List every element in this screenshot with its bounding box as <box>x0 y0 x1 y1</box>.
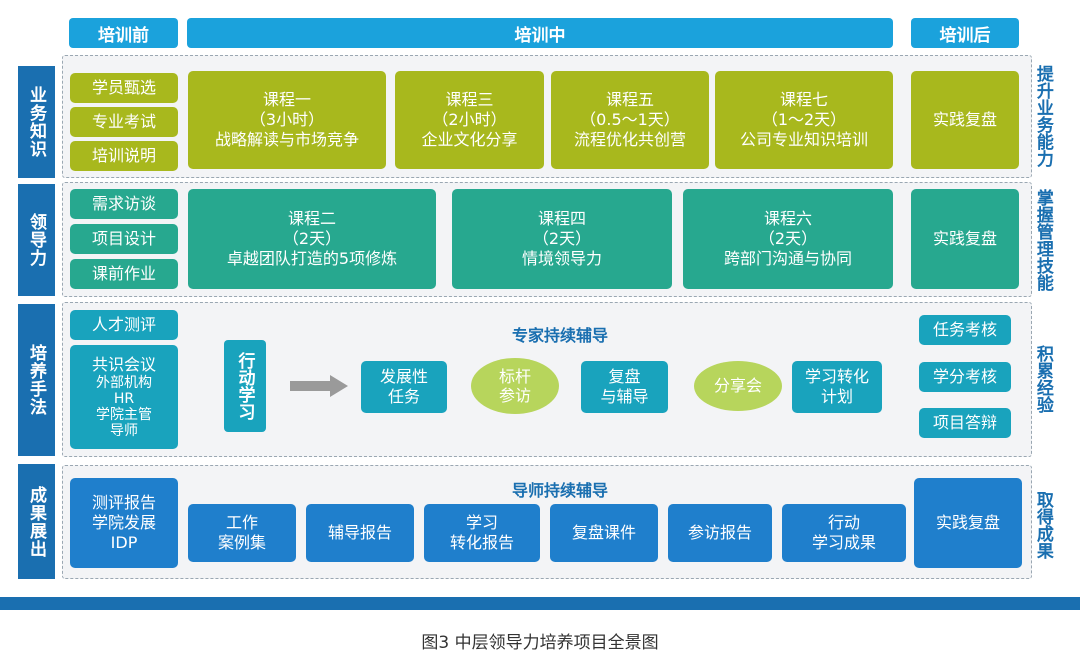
development-task: 发展性 任务 <box>361 361 447 413</box>
course-7: 课程七 （1～2天） 公司专业知识培训 <box>715 71 893 169</box>
arrow-right-icon <box>290 375 348 397</box>
review-and-coaching: 复盘 与辅导 <box>581 361 668 413</box>
figure-caption: 图3 中层领导力培养项目全景图 <box>421 633 659 653</box>
result-transfer-report: 学习 转化报告 <box>424 504 540 562</box>
pre-item-briefing: 培训说明 <box>70 141 178 171</box>
row-goal-results: 取得成果 <box>1032 491 1053 559</box>
pre-item-interview: 需求访谈 <box>70 189 178 219</box>
result-case-collection: 工作 案例集 <box>188 504 296 562</box>
row-label-results: 成果展出 <box>18 464 55 579</box>
row-label-leadership: 领导力 <box>18 184 55 296</box>
post-review-leadership: 实践复盘 <box>911 189 1019 289</box>
action-learning: 行动学习 <box>224 340 266 432</box>
row-label-methods: 培养手法 <box>18 304 55 456</box>
row-goal-methods: 积累经验 <box>1032 345 1053 413</box>
header-post-training: 培训后 <box>911 18 1019 48</box>
pre-item-selection: 学员甄选 <box>70 73 178 103</box>
benchmark-visit: 标杆 参访 <box>471 358 559 414</box>
result-action-learning: 行动 学习成果 <box>782 504 906 562</box>
result-review-courseware: 复盘课件 <box>550 504 658 562</box>
course-4: 课程四 （2天） 情境领导力 <box>452 189 672 289</box>
learning-transfer-plan: 学习转化 计划 <box>792 361 882 413</box>
result-visit-report: 参访报告 <box>668 504 772 562</box>
expert-coaching-title: 专家持续辅导 <box>511 326 608 345</box>
course-6: 课程六 （2天） 跨部门沟通与协同 <box>683 189 893 289</box>
assessment-report: 测评报告 学院发展 IDP <box>70 478 178 568</box>
header-pre-training: 培训前 <box>69 18 178 48</box>
row-label-business: 业务知识 <box>18 66 55 178</box>
mentor-coaching-title: 导师持续辅导 <box>511 481 608 500</box>
header-during-training: 培训中 <box>187 18 893 48</box>
post-review-results: 实践复盘 <box>914 478 1022 568</box>
pre-item-homework: 课前作业 <box>70 259 178 289</box>
result-coaching-report: 辅导报告 <box>306 504 414 562</box>
task-assessment: 任务考核 <box>919 315 1011 345</box>
project-defense: 项目答辩 <box>919 408 1011 438</box>
course-2: 课程二 （2天） 卓越团队打造的5项修炼 <box>188 189 436 289</box>
post-review-business: 实践复盘 <box>911 71 1019 169</box>
consensus-meeting: 共识会议 外部机构 HR 学院主管 导师 <box>70 345 178 449</box>
sharing-session: 分享会 <box>694 361 782 411</box>
row-goal-business: 提升业务能力 <box>1032 65 1053 167</box>
bottom-bar <box>0 597 1080 610</box>
credit-assessment: 学分考核 <box>919 362 1011 392</box>
course-1: 课程一 （3小时） 战略解读与市场竞争 <box>188 71 386 169</box>
course-5: 课程五 （0.5～1天） 流程优化共创营 <box>551 71 709 169</box>
talent-assessment: 人才测评 <box>70 310 178 340</box>
course-3: 课程三 （2小时） 企业文化分享 <box>395 71 544 169</box>
row-goal-leadership: 掌握管理技能 <box>1032 189 1053 291</box>
pre-item-exam: 专业考试 <box>70 107 178 137</box>
pre-item-design: 项目设计 <box>70 224 178 254</box>
